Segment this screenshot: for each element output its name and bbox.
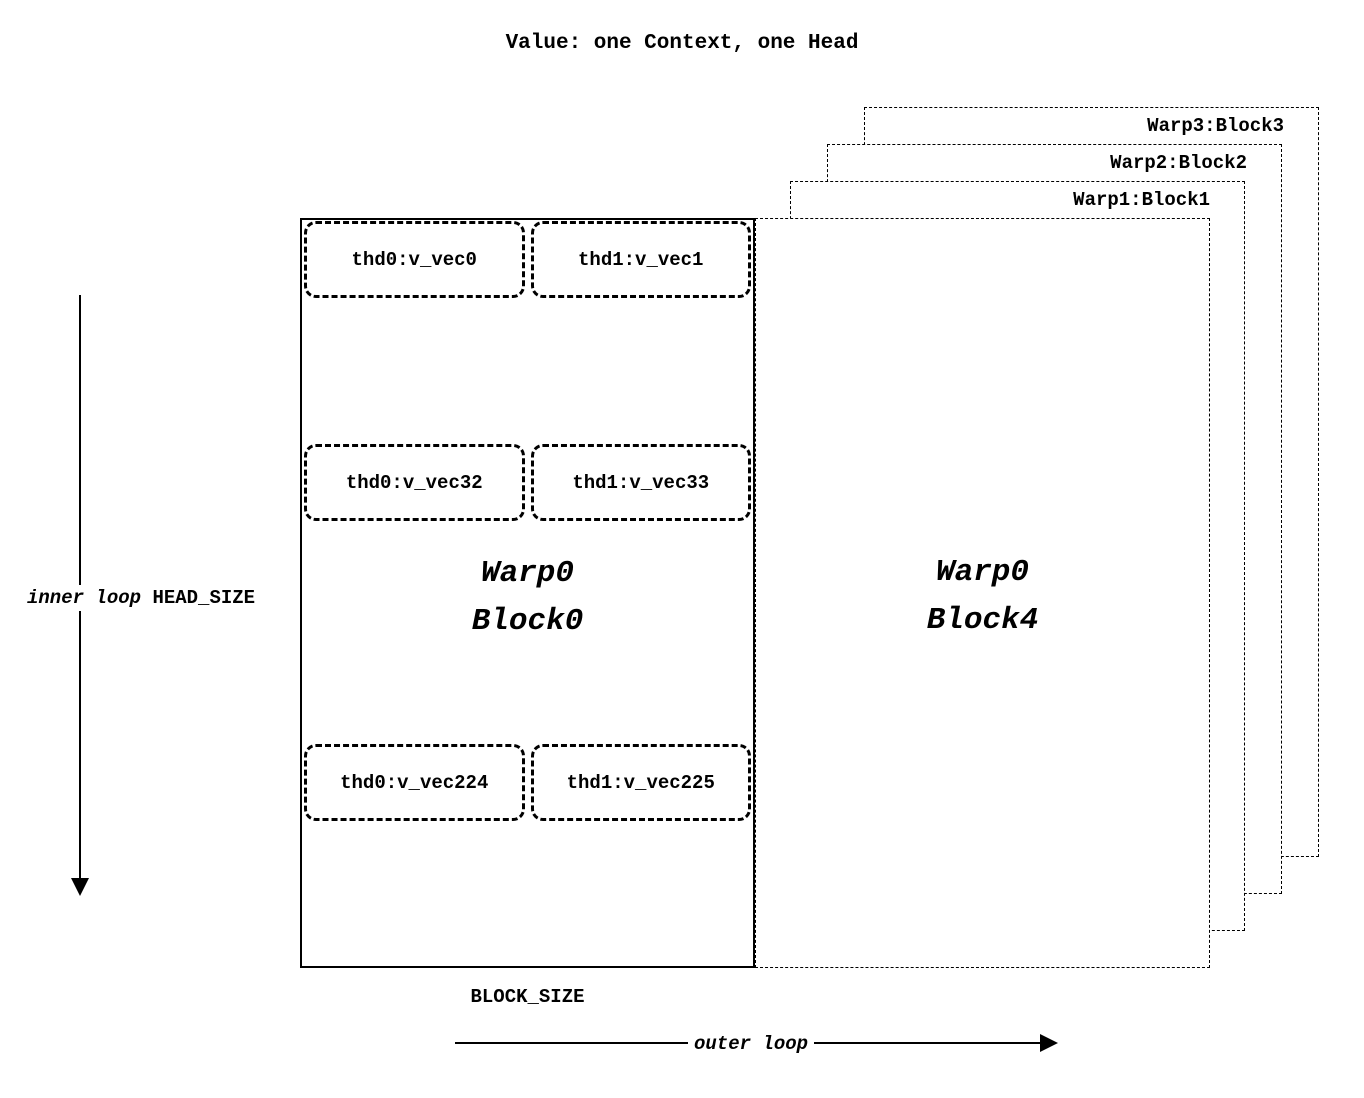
warp-label-line2: Block4 xyxy=(926,603,1039,639)
inner-loop-label: inner loop HEAD_SIZE xyxy=(25,585,258,611)
vector-cell-label: thd0:v_vec0 xyxy=(351,248,477,271)
vector-cell-label: thd1:v_vec1 xyxy=(578,248,704,271)
vector-cell: thd1:v_vec1 xyxy=(530,221,751,298)
vector-cell: thd0:v_vec0 xyxy=(304,221,525,298)
inner-loop-text: inner loop xyxy=(27,587,142,609)
main-block-warp0-block0: thd0:v_vec0 thd1:v_vec1 thd0:v_vec32 thd… xyxy=(300,218,755,968)
block-card-warp0-block4: Warp0 Block4 xyxy=(755,218,1210,968)
warp-block-label: Warp0 Block0 xyxy=(302,550,753,646)
vector-cell: thd0:v_vec32 xyxy=(304,444,525,521)
warp-label-line1: Warp0 xyxy=(480,556,574,591)
head-size-text: HEAD_SIZE xyxy=(152,587,256,609)
vector-cell: thd1:v_vec33 xyxy=(530,444,751,521)
vector-cell-label: thd0:v_vec224 xyxy=(340,771,489,794)
outer-loop-label: outer loop xyxy=(688,1033,815,1055)
vector-row-2: thd0:v_vec224 thd1:v_vec225 xyxy=(304,744,751,821)
warp-label-line1: Warp0 xyxy=(935,555,1029,590)
vector-cell: thd0:v_vec224 xyxy=(304,744,525,821)
block-card-label: Warp1:Block1 xyxy=(1073,189,1210,211)
vector-row-1: thd0:v_vec32 thd1:v_vec33 xyxy=(304,444,751,521)
block-card-label: Warp2:Block2 xyxy=(1110,152,1247,174)
warp-label-line2: Block0 xyxy=(471,604,584,640)
diagram-title: Value: one Context, one Head xyxy=(505,32,859,55)
right-arrowhead-icon xyxy=(1040,1034,1058,1052)
vector-cell-label: thd1:v_vec225 xyxy=(566,771,715,794)
block-size-label: BLOCK_SIZE xyxy=(470,986,585,1008)
vector-row-0: thd0:v_vec0 thd1:v_vec1 xyxy=(304,221,751,298)
vector-cell-label: thd1:v_vec33 xyxy=(572,471,710,494)
down-arrowhead-icon xyxy=(71,878,89,896)
vector-cell-label: thd0:v_vec32 xyxy=(345,471,483,494)
block-card-label: Warp3:Block3 xyxy=(1147,115,1284,137)
vector-cell: thd1:v_vec225 xyxy=(530,744,751,821)
warp-block-label: Warp0 Block4 xyxy=(756,549,1209,645)
